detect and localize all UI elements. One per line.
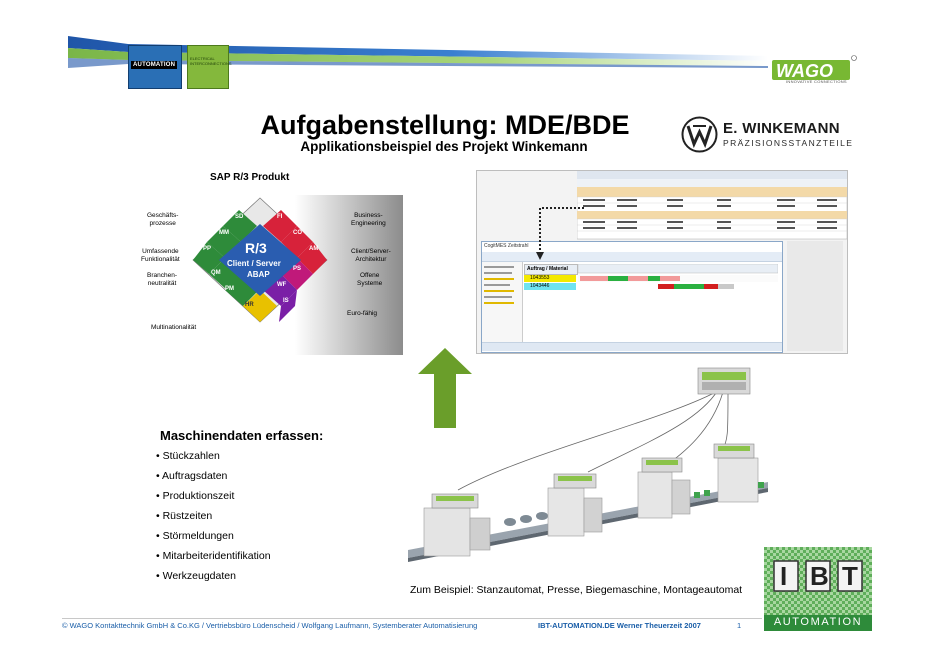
automation-logo: AUTOMATION bbox=[128, 45, 182, 89]
mes-status-bar bbox=[482, 342, 782, 351]
mes-window-title: CogitMES Zeitstrahl bbox=[484, 243, 529, 249]
winkemann-tagline: PRÄZISIONSSTANZTEILE bbox=[723, 138, 854, 148]
sap-module-ps: PS bbox=[293, 266, 302, 272]
ibt-letter-i: I bbox=[780, 561, 788, 591]
footer-copyright: © WAGO Kontakttechnik GmbH & Co.KG / Ver… bbox=[62, 621, 478, 630]
ibt-word: AUTOMATION bbox=[773, 616, 863, 628]
sap-label-multinationalitaet: Multinationalität bbox=[151, 324, 197, 331]
bullet-item: • Rüstzeiten bbox=[156, 510, 213, 522]
sap-module-wf: WF bbox=[277, 282, 287, 288]
sap-module-hr: HR bbox=[245, 302, 254, 308]
sap-module-is: IS bbox=[283, 298, 289, 304]
machines-caption: Zum Beispiel: Stanzautomat, Presse, Bieg… bbox=[410, 584, 743, 596]
mes-scroll-frame bbox=[787, 241, 843, 351]
ibt-automation-logo: I B T AUTOMATION bbox=[764, 547, 872, 631]
electrical-logo-text: ELECTRICAL INTERCONNECTIONS bbox=[190, 56, 232, 66]
sap-label-client-server: Client/Server- Architektur bbox=[351, 248, 391, 263]
ibt-letter-b: B bbox=[810, 561, 829, 591]
mes-toolbar bbox=[482, 252, 782, 262]
wago-logo-text: WAGO bbox=[776, 61, 833, 81]
sap-module-sd: SD bbox=[235, 214, 244, 220]
footer-divider bbox=[62, 618, 762, 619]
sap-module-am: AM bbox=[309, 246, 319, 252]
footer-page-number: 1 bbox=[737, 621, 742, 630]
mes-screenshot: CogitMES Zeitstrahl Auftrag / Material 1… bbox=[476, 170, 848, 354]
ibt-logo-graphic bbox=[764, 547, 872, 631]
green-up-arrow-icon bbox=[418, 348, 472, 428]
sap-module-qm: QM bbox=[211, 270, 221, 276]
footer-website: IBT-AUTOMATION.DE Werner Theuerzeit 2007 bbox=[538, 621, 701, 630]
sap-module-mm: MM bbox=[219, 230, 229, 236]
bullets-heading: Maschinendaten erfassen: bbox=[160, 428, 324, 443]
mes-col-header: Auftrag / Material bbox=[524, 264, 578, 275]
mes-data-table bbox=[577, 171, 847, 240]
mes-gantt-window: CogitMES Zeitstrahl Auftrag / Material 1… bbox=[481, 241, 783, 353]
sap-center-line1: Client / Server bbox=[227, 259, 281, 268]
winkemann-name: E. WINKEMANN bbox=[723, 120, 840, 137]
mes-row-1: 1043553 bbox=[524, 275, 576, 282]
sap-label-business-engineering: Business- Engineering bbox=[351, 212, 386, 227]
page-subtitle: Applikationsbeispiel des Projekt Winkema… bbox=[300, 139, 588, 154]
sap-label-branchenneutralitaet: Branchen- neutralität bbox=[147, 272, 177, 287]
wago-logo: WAGO bbox=[772, 55, 857, 81]
machines-illustration bbox=[408, 367, 768, 562]
header-swoosh-band bbox=[68, 36, 768, 68]
bullet-item: • Produktionszeit bbox=[156, 490, 235, 502]
mes-row-2: 1043446 bbox=[524, 283, 576, 290]
bullet-item: • Stückzahlen bbox=[156, 450, 220, 462]
sap-label-offene-systeme: Offene Systeme bbox=[357, 272, 383, 287]
bullet-item: • Störmeldungen bbox=[156, 530, 234, 542]
sap-r3-diagram: R/3 Client / Server ABAP SD MM PP QM PM … bbox=[141, 190, 403, 355]
sap-label-geschaeftsprozesse: Geschäfts- prozesse bbox=[147, 212, 179, 227]
bullet-item: • Mitarbeiteridentifikation bbox=[156, 550, 271, 562]
sap-module-pm: PM bbox=[225, 286, 234, 292]
mes-tree-panel bbox=[482, 262, 523, 350]
sap-diamond-graphic bbox=[192, 195, 403, 355]
sap-module-fi: FI bbox=[277, 214, 283, 220]
bullet-item: • Auftragsdaten bbox=[156, 470, 228, 482]
electrical-logo: ELECTRICAL INTERCONNECTIONS bbox=[187, 45, 232, 89]
bullet-item: • Werkzeugdaten bbox=[156, 570, 236, 582]
mes-gantt-bars bbox=[578, 264, 778, 289]
ibt-letter-t: T bbox=[842, 561, 858, 591]
sap-center-title: R/3 bbox=[245, 240, 267, 256]
sap-label-funktionalitaet: Umfassende Funktionalität bbox=[141, 248, 180, 263]
automation-logo-text: AUTOMATION bbox=[131, 61, 178, 69]
wago-tagline: INNOVATIVE CONNECTIONS bbox=[786, 79, 847, 84]
sap-module-co: CO bbox=[293, 230, 302, 236]
dotted-arrow-icon bbox=[536, 207, 584, 260]
sap-center-line2: ABAP bbox=[247, 270, 270, 279]
sap-module-pp: PP bbox=[203, 246, 212, 252]
page-title: Aufgabenstellung: MDE/BDE bbox=[260, 110, 630, 140]
winkemann-emblem-icon bbox=[681, 116, 718, 153]
sap-label-euro: Euro-fähig bbox=[347, 310, 377, 317]
sap-title: SAP R/3 Produkt bbox=[210, 172, 290, 183]
